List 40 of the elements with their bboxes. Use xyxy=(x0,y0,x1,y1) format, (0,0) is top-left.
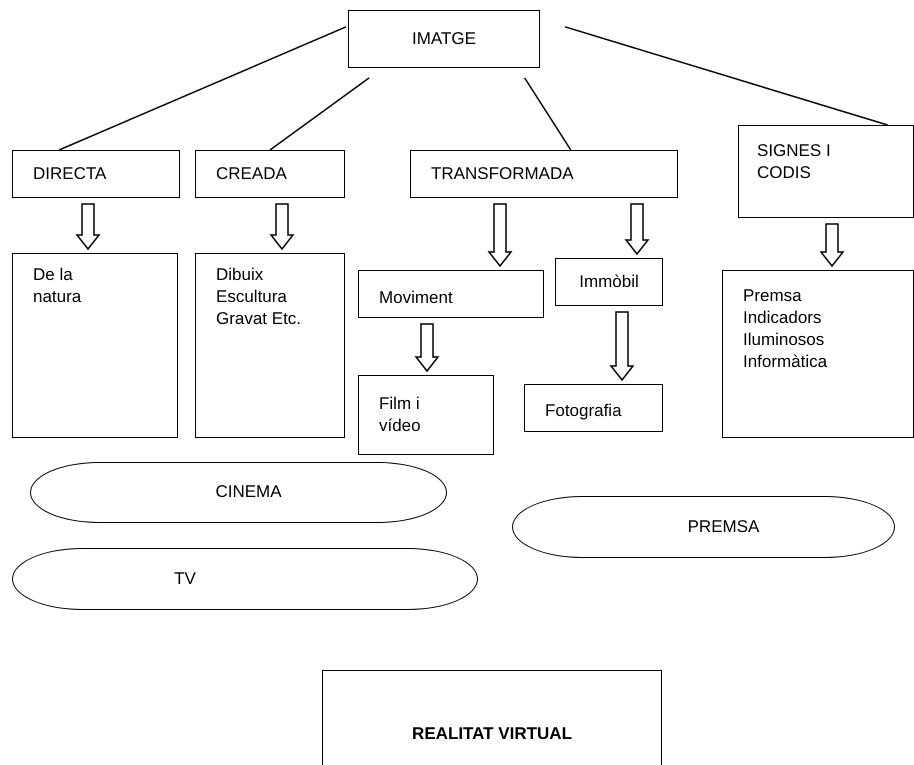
node-label: Fotografia xyxy=(545,400,622,422)
block-arrow xyxy=(624,203,650,256)
text-box xyxy=(322,670,662,765)
text-box xyxy=(358,270,544,318)
node-label: CREADA xyxy=(216,162,287,185)
block-arrow xyxy=(269,203,295,250)
text-box xyxy=(738,125,914,218)
text-box xyxy=(410,150,678,198)
node-label: Immòbil xyxy=(579,270,639,293)
node-label: TV xyxy=(174,568,196,590)
connector-line xyxy=(564,26,888,126)
connector-line xyxy=(270,77,370,151)
node-label: DIRECTA xyxy=(33,162,106,185)
node-label: Film i vídeo xyxy=(379,392,422,437)
text-box xyxy=(555,258,663,306)
text-box xyxy=(195,253,345,438)
node-label: Dibuix Escultura Gravat Etc. xyxy=(216,264,302,330)
text-box xyxy=(195,150,345,198)
node-label: PREMSA xyxy=(688,516,760,538)
text-box xyxy=(348,10,540,68)
node-label: REALITAT VIRTUAL xyxy=(412,723,572,745)
text-box xyxy=(12,253,178,438)
node-label: Premsa Indicadors Iluminosos Informàtica xyxy=(743,285,828,374)
block-arrow xyxy=(487,203,513,268)
connector-line xyxy=(58,26,346,151)
node-label: IMATGE xyxy=(412,28,476,50)
text-box xyxy=(358,375,494,455)
block-arrow xyxy=(414,323,440,372)
node-label: CINEMA xyxy=(215,481,282,504)
node-label: TRANSFORMADA xyxy=(431,162,574,185)
block-arrow xyxy=(609,311,635,382)
block-arrow xyxy=(75,203,101,250)
node-label: De la natura xyxy=(33,264,82,308)
text-box xyxy=(12,150,180,198)
block-arrow xyxy=(819,223,845,268)
text-box xyxy=(524,384,663,432)
text-box xyxy=(722,270,914,438)
node-label: SIGNES I CODIS xyxy=(757,140,832,184)
connector-line xyxy=(524,77,572,150)
node-label: Moviment xyxy=(379,286,453,309)
